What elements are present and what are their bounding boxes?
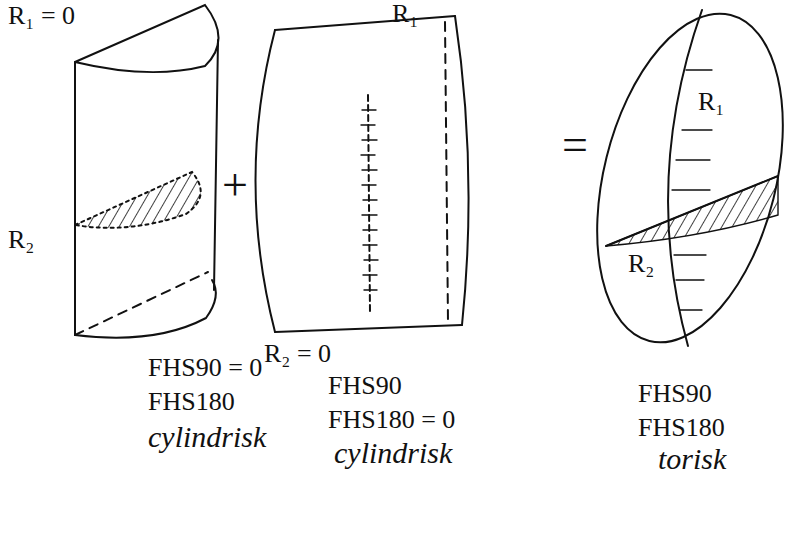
cylinder-vertical: [75, 5, 219, 338]
toric-surface: [566, 0, 786, 362]
power-label: FHS180: [146, 388, 237, 417]
surface-name: torisk: [656, 442, 728, 475]
radius-label: R₂: [6, 226, 36, 255]
power-label: FHS90 = 0: [146, 354, 264, 383]
radius-label: R₁: [390, 0, 420, 29]
surface-name: cylindrisk: [332, 436, 454, 469]
power-label: FHS180: [636, 414, 727, 443]
equals-sign: =: [560, 120, 590, 171]
cylinder-horizontal: [256, 16, 469, 332]
radius-label: R₂: [626, 250, 656, 279]
power-label: FHS180 = 0: [326, 406, 457, 435]
power-label: FHS90: [636, 380, 714, 409]
radius-label: R₁ = 0: [6, 2, 77, 31]
radius-label: R₂ = 0: [262, 340, 333, 369]
radius-label: R₁: [696, 88, 726, 117]
plus-sign: +: [220, 160, 250, 211]
surface-name: cylindrisk: [146, 420, 268, 453]
power-label: FHS90: [326, 372, 404, 401]
